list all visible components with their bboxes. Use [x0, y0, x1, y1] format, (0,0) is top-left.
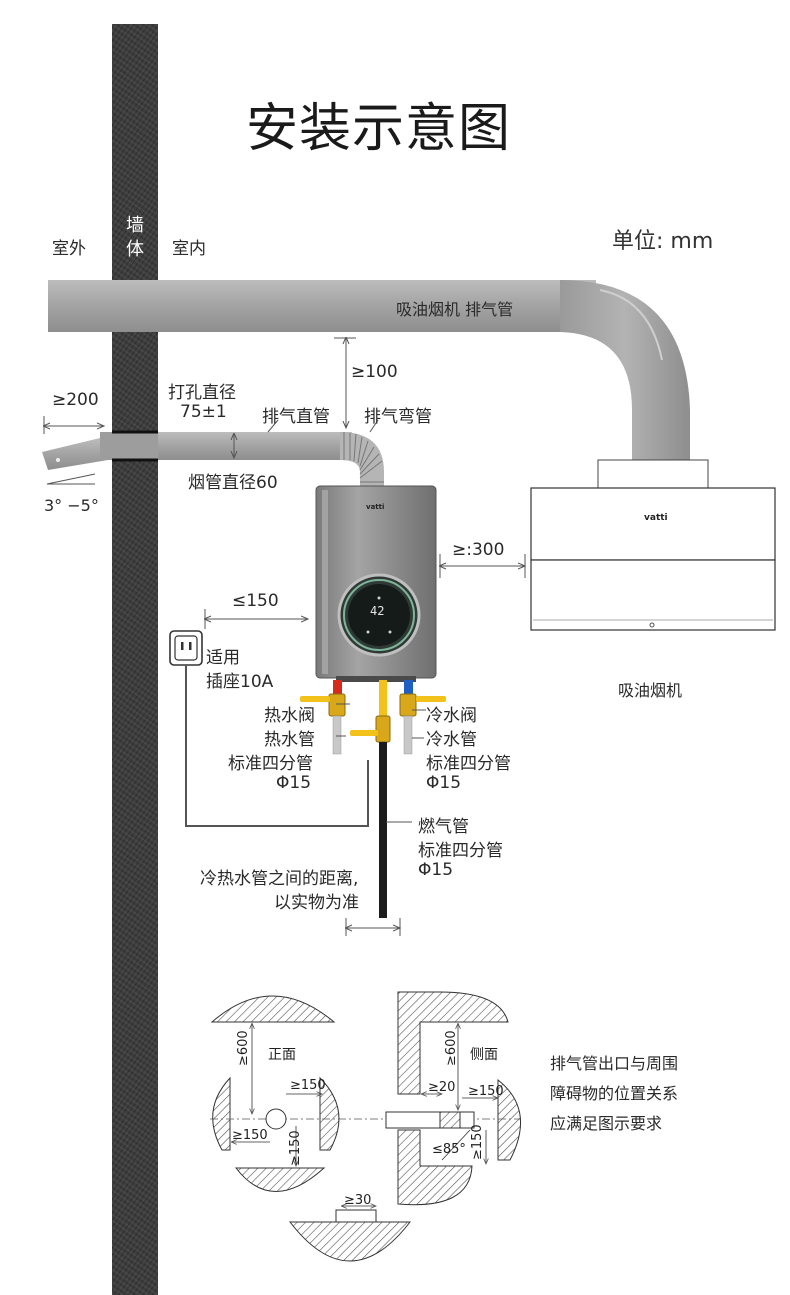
side-85-label: ≤85°: [432, 1142, 466, 1157]
heater-display: 42: [370, 604, 385, 618]
hot-water-assembly: [300, 680, 346, 755]
pipe-distance-note-1: 冷热水管之间的距离,: [200, 869, 359, 889]
hot-valve-label: 热水阀: [264, 706, 315, 726]
front-150-bottom-label: ≥150: [288, 1130, 303, 1166]
pipe-distance-note-2: 以实物为准: [274, 893, 359, 913]
gas-pipe-diameter-label: Φ15: [418, 860, 454, 880]
cold-pipe-standard-label: 标准四分管: [426, 754, 511, 774]
flue-pipe: [42, 430, 384, 488]
wall: [112, 24, 158, 1295]
socket-label-2: 插座10A: [206, 672, 274, 692]
slope-label: 3° −5°: [44, 496, 99, 515]
clearance-note-3: 应满足图示要求: [550, 1114, 663, 1133]
unit-label: 单位: mm: [612, 229, 714, 254]
outdoor-label: 室外: [52, 239, 86, 259]
cold-valve-label: 冷水阀: [426, 706, 477, 726]
wall-label-char-1: 墙: [126, 215, 144, 236]
hot-pipe-diameter-label: Φ15: [276, 773, 312, 793]
power-socket: [169, 630, 369, 827]
hood-pipe-elbow: [560, 280, 690, 462]
hole-diameter-label: 打孔直径: [168, 383, 236, 403]
clearance-100-label: ≥100: [351, 362, 398, 382]
range-hood-label: 吸油烟机: [618, 681, 683, 700]
hot-pipe-label: 热水管: [264, 730, 315, 750]
side-600-label: ≥600: [444, 1030, 459, 1066]
hood-exhaust-pipe: [48, 280, 690, 462]
flue-diameter-label: 烟管直径60: [188, 473, 278, 493]
elbow-pipe-label: 排气弯管: [364, 407, 432, 427]
hot-pipe-standard-label: 标准四分管: [228, 754, 313, 774]
gas-pipe-assembly: [350, 680, 391, 918]
front-600-label: ≥600: [236, 1030, 251, 1066]
socket-label-1: 适用: [206, 648, 240, 668]
front-150-right-label: ≥150: [290, 1078, 326, 1093]
gas-pipe-label: 燃气管: [418, 817, 469, 837]
side-clearance-label: ≥:300: [452, 540, 505, 560]
indoor-label: 室内: [172, 239, 206, 259]
cold-pipe-diameter-label: Φ15: [426, 773, 462, 793]
gas-pipe-standard-label: 标准四分管: [418, 841, 503, 861]
side-20-label: ≥20: [428, 1080, 456, 1095]
front-150-left-label: ≥150: [232, 1128, 268, 1143]
range-hood: [530, 459, 776, 631]
wall-label: 墙 体: [112, 214, 158, 262]
cold-water-assembly: [399, 680, 446, 755]
hood-exhaust-label: 吸油烟机 排气管: [396, 300, 514, 319]
socket-distance-label: ≤150: [232, 591, 279, 611]
page-title: 安装示意图: [246, 99, 512, 159]
clearance-note-2: 障碍物的位置关系: [550, 1084, 679, 1103]
clearance-detail: [210, 991, 522, 1262]
dimension-lines: [44, 338, 525, 936]
straight-pipe-label: 排气直管: [262, 407, 330, 427]
side-150-right-label: ≥150: [468, 1084, 504, 1099]
side-150-bottom-label: ≥150: [470, 1124, 485, 1160]
side-view-label: 侧面: [470, 1047, 498, 1063]
cold-pipe-label: 冷水管: [426, 730, 477, 750]
water-heater: [315, 485, 437, 682]
hood-brand-logo: vatti: [644, 513, 668, 523]
hole-diameter-value: 75±1: [180, 402, 227, 422]
heater-brand-logo: vatti: [366, 503, 385, 511]
wall-label-char-2: 体: [126, 239, 144, 260]
front-view-label: 正面: [268, 1047, 296, 1063]
bottom-30-label: ≥30: [344, 1193, 372, 1208]
clearance-note-1: 排气管出口与周围: [550, 1054, 679, 1073]
hood-pipe-horizontal: [48, 280, 596, 332]
clearance-200-label: ≥200: [52, 390, 99, 410]
